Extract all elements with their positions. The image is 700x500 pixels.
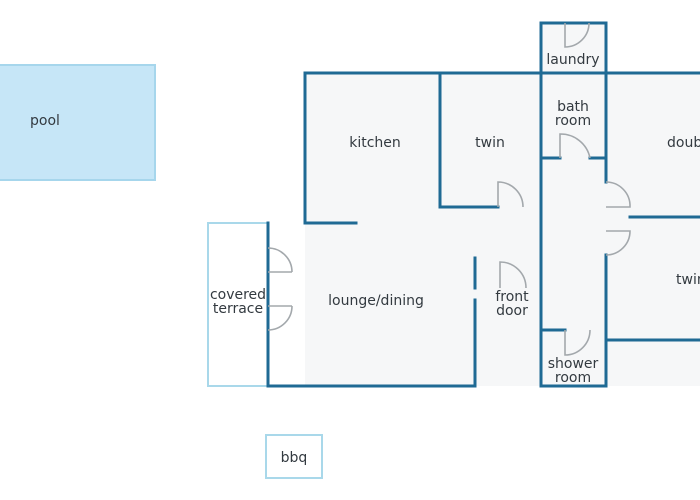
door-bathroom xyxy=(559,133,591,159)
label-kitchen: kitchen xyxy=(349,135,401,151)
wall-lounge-outer xyxy=(266,221,477,388)
label-double: double xyxy=(667,135,700,151)
label-lounge-dining: lounge/dining xyxy=(328,293,424,309)
label-shower-room-2: room xyxy=(555,370,591,386)
label-front-door-2: door xyxy=(496,303,528,319)
doors xyxy=(267,22,631,356)
covered-terrace-outline xyxy=(207,222,268,387)
floor-laundry xyxy=(541,23,606,73)
label-bathroom-2: room xyxy=(555,113,591,129)
door-twin-top xyxy=(497,181,524,208)
wall-outer-top xyxy=(303,71,700,225)
room-labels: pool kitchen twin laundry bath room doub… xyxy=(30,52,700,466)
wall-kitchen-twin xyxy=(438,71,500,209)
door-front xyxy=(499,261,527,289)
label-laundry: laundry xyxy=(546,52,599,68)
door-laundry xyxy=(564,22,590,48)
floor-areas xyxy=(305,23,700,386)
door-twin-right xyxy=(605,230,631,256)
label-pool: pool xyxy=(30,113,60,129)
door-terrace-lower xyxy=(267,305,293,331)
bbq-outline xyxy=(265,434,323,479)
label-bbq: bbq xyxy=(281,450,308,466)
pool-area xyxy=(0,64,156,181)
door-terrace-upper xyxy=(267,247,293,273)
door-double xyxy=(605,181,631,208)
door-terrace-leaf xyxy=(268,271,292,307)
wall-laundry xyxy=(539,21,608,75)
label-front-door-1: front xyxy=(495,289,529,305)
label-covered-terrace-1: covered xyxy=(210,287,266,303)
floor-main xyxy=(305,73,700,386)
label-bathroom-1: bath xyxy=(557,99,589,115)
label-twin-right: twin xyxy=(676,272,700,288)
door-shower xyxy=(564,329,591,356)
walls xyxy=(266,21,700,388)
label-covered-terrace-2: terrace xyxy=(213,301,263,317)
outdoor-outlines xyxy=(207,222,323,479)
label-shower-room-1: shower xyxy=(548,356,599,372)
wall-hall-left-lower xyxy=(539,205,608,388)
label-twin-top: twin xyxy=(475,135,505,151)
